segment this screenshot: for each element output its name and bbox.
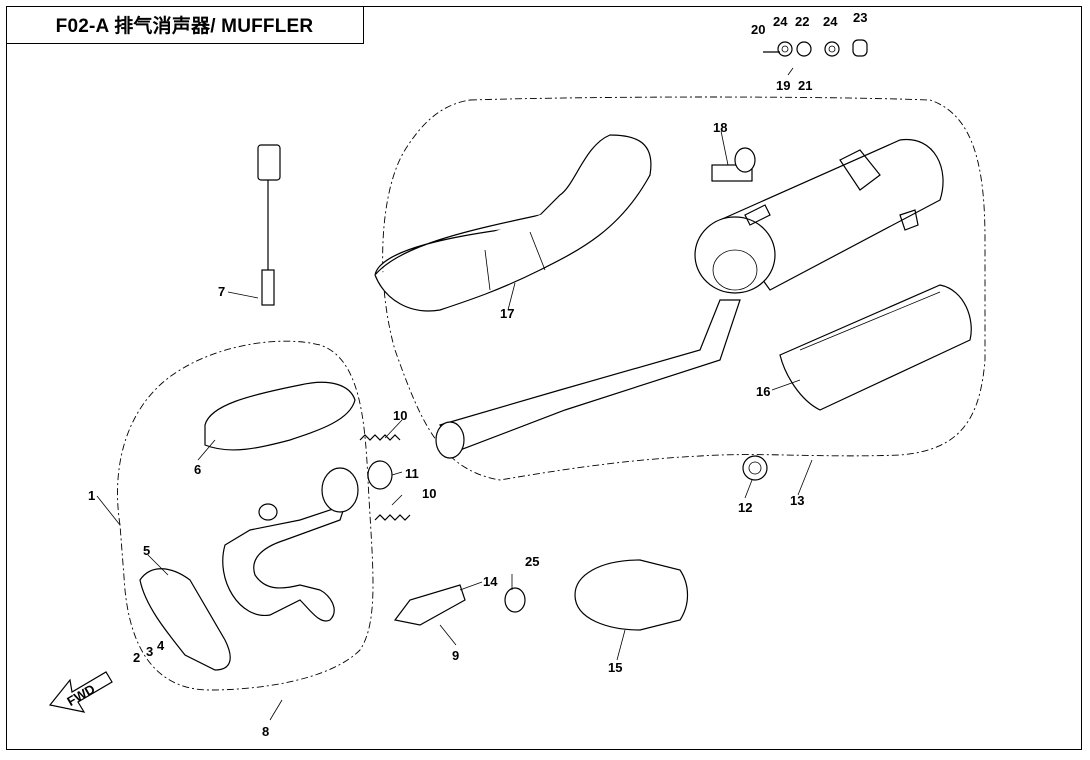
header-pipe-1 xyxy=(222,467,359,622)
callout-25: 25 xyxy=(525,554,539,569)
callout-17: 17 xyxy=(500,306,514,321)
group-boundary-13 xyxy=(382,96,986,481)
callout-10b: 10 xyxy=(422,486,436,501)
springs-10 xyxy=(359,434,411,521)
callout-15: 15 xyxy=(608,660,622,675)
title-box: F02-A 排气消声器/ MUFFLER xyxy=(6,6,364,44)
callout-9: 9 xyxy=(452,648,459,663)
callout-12: 12 xyxy=(738,500,752,515)
callout-10a: 10 xyxy=(393,408,407,423)
callout-23: 23 xyxy=(853,10,867,25)
spark-arrester-18 xyxy=(711,147,756,182)
tailpipe-12 xyxy=(742,455,768,481)
oxygen-sensor-7 xyxy=(257,144,281,306)
callout-8: 8 xyxy=(262,724,269,739)
hardware-group-top xyxy=(763,39,868,57)
callout-1: 1 xyxy=(88,488,95,503)
callout-2: 2 xyxy=(133,650,140,665)
muffler-body xyxy=(694,138,944,294)
callout-22: 22 xyxy=(795,14,809,29)
callout-14: 14 xyxy=(483,574,498,589)
heat-shield-6 xyxy=(204,381,356,451)
heat-shield-16 xyxy=(779,284,972,411)
heat-shield-15 xyxy=(574,559,689,631)
heat-shield-5 xyxy=(139,568,231,671)
callout-19: 19 xyxy=(776,78,790,93)
main-exhaust-pipe xyxy=(435,299,741,459)
callout-7: 7 xyxy=(218,284,225,299)
callout-5: 5 xyxy=(143,543,150,558)
gasket-25 xyxy=(504,587,526,613)
callout-3: 3 xyxy=(146,644,153,659)
group-boundary-1 xyxy=(117,340,374,691)
callout-24a: 24 xyxy=(773,14,788,29)
leader-lines xyxy=(96,67,813,721)
heat-shield-17 xyxy=(374,134,652,312)
diagram-title: F02-A 排气消声器/ MUFFLER xyxy=(55,16,314,37)
callout-11: 11 xyxy=(405,466,419,481)
callout-13: 13 xyxy=(790,493,804,508)
callout-20: 20 xyxy=(751,22,765,37)
callout-18: 18 xyxy=(713,120,727,135)
callout-24b: 24 xyxy=(823,14,838,29)
diagram-frame xyxy=(6,6,1082,750)
callout-6: 6 xyxy=(194,462,201,477)
callout-4: 4 xyxy=(157,638,165,653)
fwd-arrow-icon xyxy=(48,671,113,713)
callout-16: 16 xyxy=(756,384,770,399)
bracket-14 xyxy=(393,584,466,626)
callout-21: 21 xyxy=(798,78,812,93)
gasket-11 xyxy=(367,460,393,490)
